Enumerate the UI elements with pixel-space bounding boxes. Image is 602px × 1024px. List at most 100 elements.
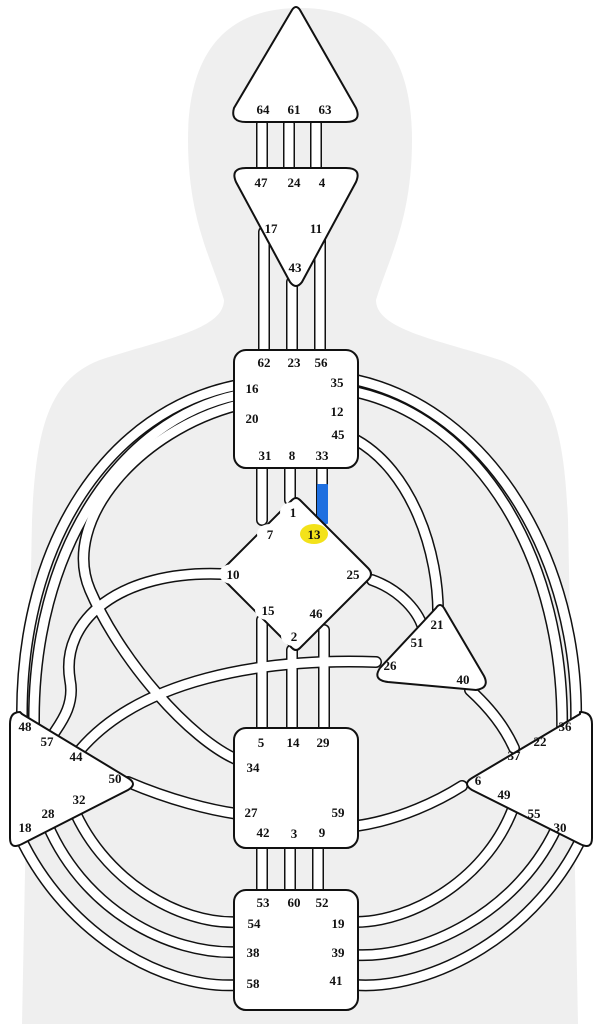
gate-60-label: 60 <box>288 895 301 910</box>
channel-50-27-fill <box>123 777 243 819</box>
channel-35-36-fill <box>351 375 581 730</box>
gate-5-label: 5 <box>258 735 265 750</box>
gate-25-label: 25 <box>347 567 361 582</box>
gate-12-label: 12 <box>331 404 344 419</box>
gate-19-label: 19 <box>332 916 346 931</box>
gate-32-label: 32 <box>73 792 86 807</box>
channel-20-57-fill <box>29 390 243 730</box>
solar-plexus-center <box>466 711 593 847</box>
gate-21-label: 21 <box>431 617 444 632</box>
gate-15-bubble <box>255 600 281 620</box>
spleen-center <box>9 711 134 847</box>
gate-16-label: 16 <box>246 381 260 396</box>
channel-20-34-fill <box>79 400 243 765</box>
gate-4-label: 4 <box>319 175 326 190</box>
gate-54-label: 54 <box>248 916 262 931</box>
gate-45-label: 45 <box>332 427 346 442</box>
channel-59-6-fill <box>351 781 467 831</box>
gate-51-label: 51 <box>411 635 424 650</box>
gate-7-label: 7 <box>267 527 274 542</box>
gate-47-label: 47 <box>255 175 269 190</box>
gate-35-label: 35 <box>331 375 345 390</box>
channel-16-48-fill <box>17 380 243 725</box>
channel-40-37-fill <box>465 685 519 753</box>
channel-32-54-fill <box>65 795 243 927</box>
channel-28-38-fill <box>39 811 243 957</box>
gate-30-label: 30 <box>554 820 567 835</box>
gate-3-label: 3 <box>291 826 298 841</box>
gate-46-bubble <box>302 603 330 623</box>
gate-9-label: 9 <box>319 825 326 840</box>
gate-6-label: 6 <box>475 773 482 788</box>
gate-17-label: 17 <box>265 221 279 236</box>
gate-46-label: 46 <box>310 606 324 621</box>
gate-27-label: 27 <box>245 805 259 820</box>
gate-53-label: 53 <box>257 895 271 910</box>
gate-20-label: 20 <box>246 411 259 426</box>
channel-10-57-fill <box>45 569 227 745</box>
sacral-center <box>233 727 359 849</box>
channel-55-39-fill <box>351 815 565 960</box>
gate-36-label: 36 <box>559 719 573 734</box>
channel-26-44-fill <box>75 657 381 755</box>
gate-23-label: 23 <box>288 355 302 370</box>
gate-49-label: 49 <box>498 787 512 802</box>
channel-12-22-fill <box>351 387 567 740</box>
gate-2-label: 2 <box>291 629 298 644</box>
root-center <box>233 889 359 1011</box>
gate-7-bubble <box>257 524 283 544</box>
throat-center <box>233 349 359 469</box>
heart-center <box>376 604 487 691</box>
gate-43-label: 43 <box>289 260 303 275</box>
gate-31-label: 31 <box>259 448 272 463</box>
gate-33-label: 33 <box>316 448 330 463</box>
gate-14-label: 14 <box>287 735 301 750</box>
gate-61-label: 61 <box>288 102 301 117</box>
gate-44-label: 44 <box>70 749 84 764</box>
gate-22-label: 22 <box>534 734 547 749</box>
channel-49-19-fill <box>351 795 521 927</box>
gate-62-label: 62 <box>258 355 271 370</box>
channel-45-21-fill <box>351 435 443 625</box>
gate-1-bubble <box>280 502 306 522</box>
channel-30-41-fill <box>351 823 591 990</box>
channels-layer <box>10 118 592 992</box>
gate-10-bubble <box>219 564 247 584</box>
gate-52-label: 52 <box>316 895 329 910</box>
gate-57-label: 57 <box>41 734 55 749</box>
gate-29-label: 29 <box>317 735 331 750</box>
gate-48-label: 48 <box>19 719 33 734</box>
head-center <box>232 6 359 123</box>
gate-11-label: 11 <box>310 221 322 236</box>
gate-58-label: 58 <box>247 976 261 991</box>
gate-59-label: 59 <box>332 805 346 820</box>
gate-13-bubble <box>300 524 328 544</box>
gate-55-label: 55 <box>528 806 542 821</box>
gate-15-label: 15 <box>262 603 276 618</box>
activation-bar <box>317 484 328 524</box>
gate-8-label: 8 <box>289 448 296 463</box>
gate-18-label: 18 <box>19 820 33 835</box>
gate-41-label: 41 <box>330 973 343 988</box>
gate-63-label: 63 <box>319 102 333 117</box>
gate-1-label: 1 <box>290 505 297 520</box>
gate-50-label: 50 <box>109 771 122 786</box>
gate-24-label: 24 <box>288 175 302 190</box>
gate-40-label: 40 <box>457 672 470 687</box>
ajna-center <box>233 167 359 287</box>
gate-64-label: 64 <box>257 102 271 117</box>
channel-18-58-fill <box>11 823 243 990</box>
gate-34-label: 34 <box>247 760 261 775</box>
gate-25-bubble <box>339 564 367 584</box>
gate-28-label: 28 <box>42 806 56 821</box>
gate-13-label: 13 <box>308 527 322 542</box>
gate-39-label: 39 <box>332 945 346 960</box>
gate-38-label: 38 <box>247 945 261 960</box>
gate-26-label: 26 <box>384 658 398 673</box>
gate-2-bubble <box>281 626 307 646</box>
gate-56-label: 56 <box>315 355 329 370</box>
gate-10-label: 10 <box>227 567 240 582</box>
gate-37-label: 37 <box>508 748 522 763</box>
gate-42-label: 42 <box>257 825 270 840</box>
